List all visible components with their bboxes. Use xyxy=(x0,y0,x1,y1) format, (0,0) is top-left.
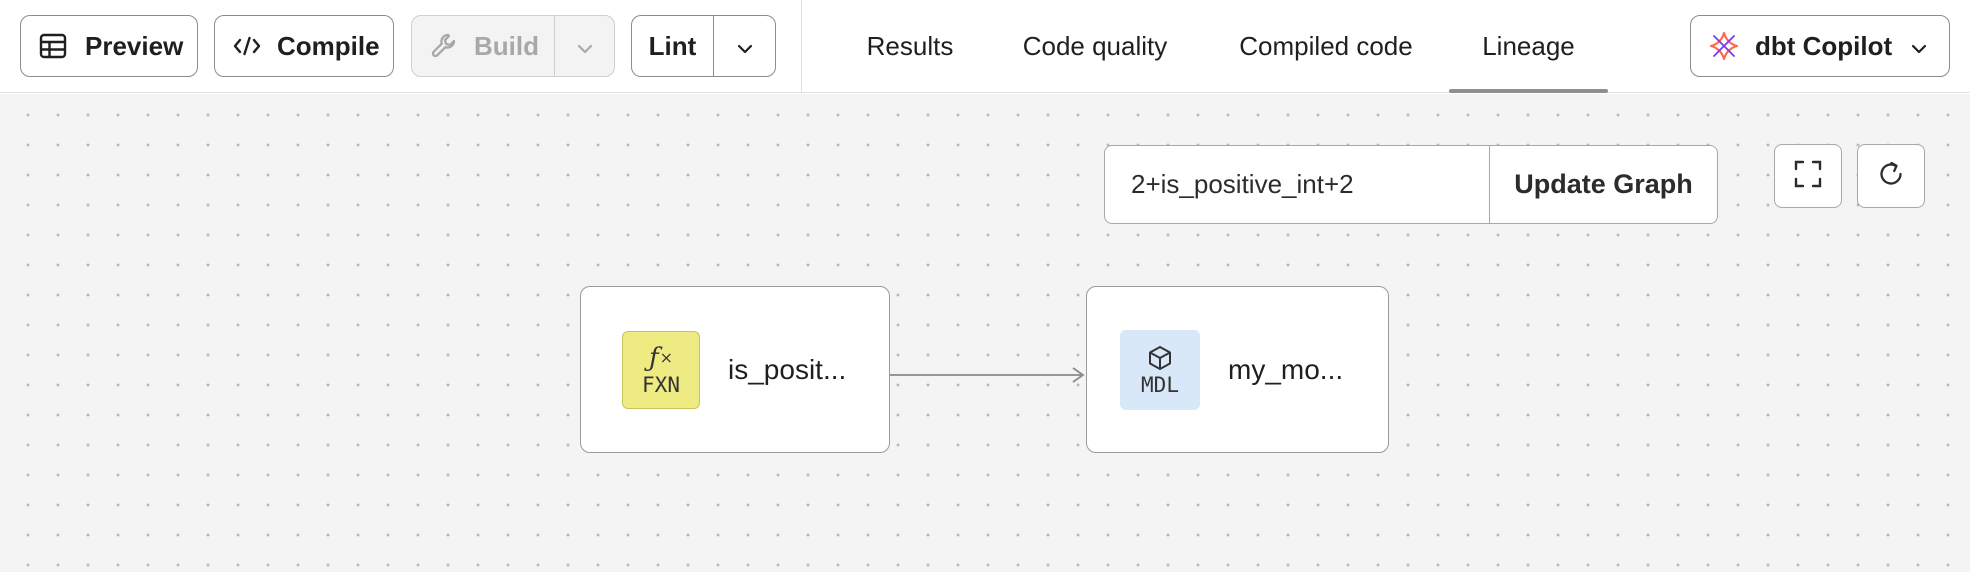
graph-selector-input[interactable] xyxy=(1105,146,1490,223)
function-badge: ƒ× FXN xyxy=(622,330,700,409)
node-label: is_posit... xyxy=(728,353,847,385)
lint-label: Lint xyxy=(648,30,697,61)
wrench-icon xyxy=(428,30,460,62)
lineage-node-model[interactable]: MDL my_mo... xyxy=(1086,286,1389,453)
compile-label: Compile xyxy=(277,30,380,61)
tab-code-quality-label: Code quality xyxy=(1022,31,1168,61)
chevron-down-icon xyxy=(576,31,594,62)
lint-button-group: Lint xyxy=(631,15,776,77)
build-button-group: Build xyxy=(411,15,615,77)
code-icon xyxy=(231,30,263,62)
active-tab-indicator xyxy=(1449,89,1608,93)
function-icon: ƒ× xyxy=(648,342,674,373)
fullscreen-icon xyxy=(1793,159,1823,194)
tab-compiled-code[interactable]: Compiled code xyxy=(1228,0,1424,93)
fullscreen-button[interactable] xyxy=(1774,144,1842,208)
build-label: Build xyxy=(474,30,539,61)
update-graph-label: Update Graph xyxy=(1514,169,1693,199)
copilot-label: dbt Copilot xyxy=(1755,30,1893,61)
preview-label: Preview xyxy=(85,30,184,61)
tab-compiled-code-label: Compiled code xyxy=(1239,31,1413,61)
tab-lineage[interactable]: Lineage xyxy=(1449,0,1608,93)
model-badge: MDL xyxy=(1120,329,1200,410)
function-badge-label: FXN xyxy=(642,372,680,397)
compile-button[interactable]: Compile xyxy=(214,15,394,77)
preview-button[interactable]: Preview xyxy=(20,15,198,77)
graph-selector: Update Graph xyxy=(1104,145,1718,224)
build-dropdown-button[interactable] xyxy=(555,16,614,76)
refresh-button[interactable] xyxy=(1857,144,1925,208)
model-badge-label: MDL xyxy=(1141,372,1179,397)
toolbar: Preview Compile Build xyxy=(0,0,1970,93)
cube-icon xyxy=(1146,343,1174,373)
chevron-down-icon xyxy=(736,31,754,62)
copilot-logo-icon xyxy=(1707,29,1741,63)
table-icon xyxy=(37,30,69,62)
tab-results-label: Results xyxy=(866,31,954,61)
copilot-button[interactable]: dbt Copilot xyxy=(1690,15,1950,77)
tab-lineage-label: Lineage xyxy=(1482,31,1575,61)
update-graph-button[interactable]: Update Graph xyxy=(1490,146,1717,223)
lint-button[interactable]: Lint xyxy=(632,16,714,76)
chevron-down-icon xyxy=(1910,31,1928,62)
node-label: my_mo... xyxy=(1228,353,1344,385)
lint-dropdown-button[interactable] xyxy=(714,16,775,76)
lineage-node-function[interactable]: ƒ× FXN is_posit... xyxy=(580,286,890,453)
tab-results[interactable]: Results xyxy=(850,0,970,93)
build-button[interactable]: Build xyxy=(412,16,555,76)
tab-code-quality[interactable]: Code quality xyxy=(1010,0,1180,93)
refresh-icon xyxy=(1876,159,1906,194)
toolbar-divider xyxy=(801,0,802,93)
